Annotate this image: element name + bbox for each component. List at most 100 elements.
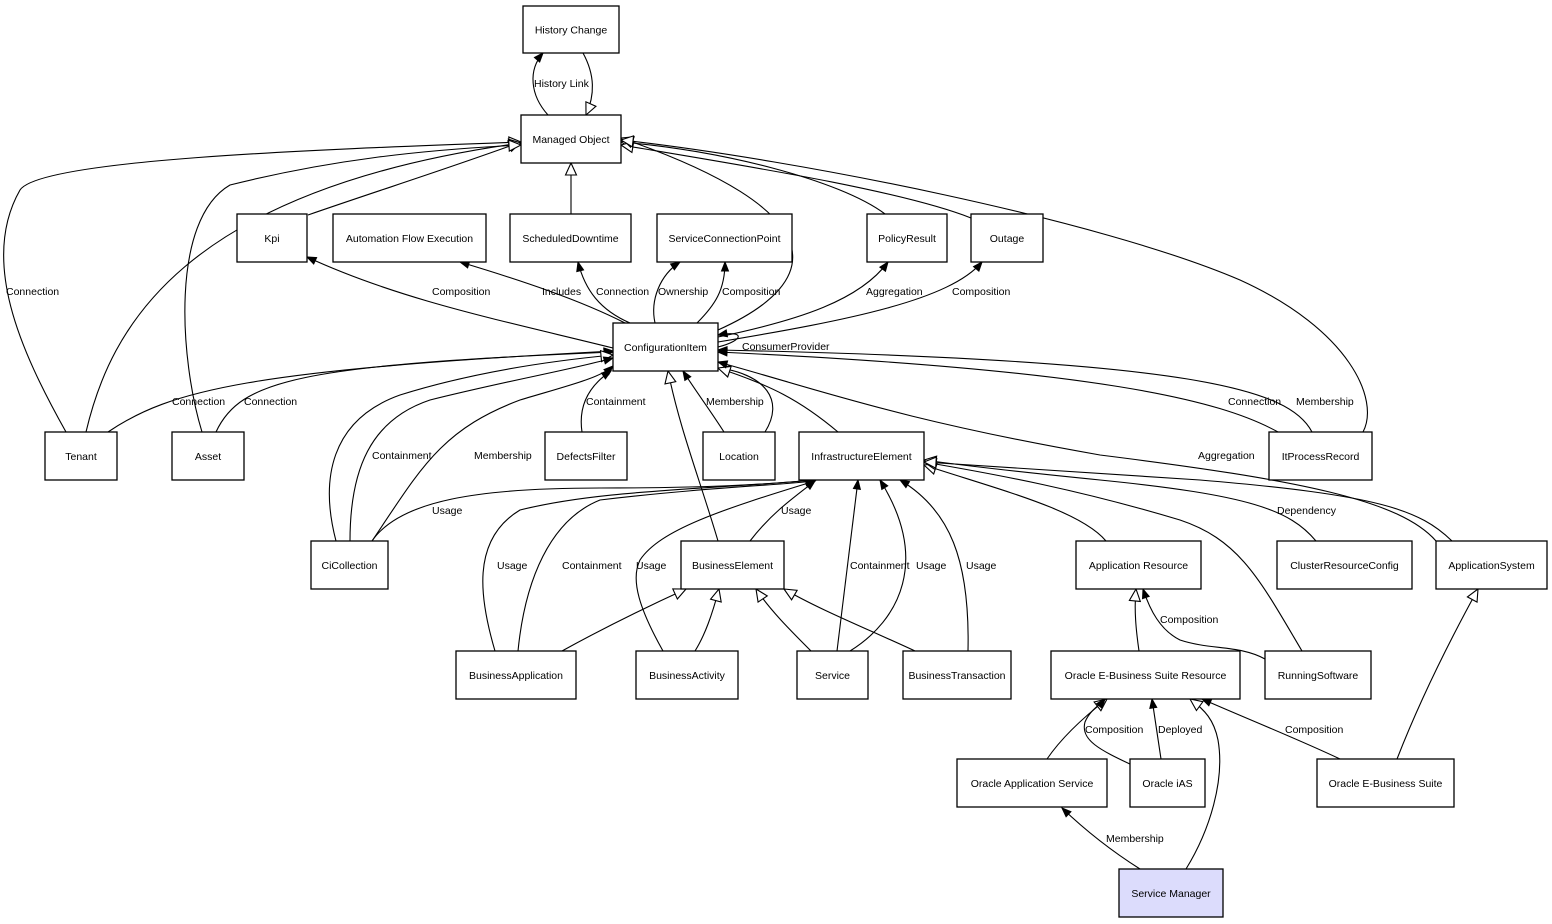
association-arrowhead-icon [879, 478, 889, 491]
node-configuration-item[interactable]: ConfigurationItem [612, 322, 719, 372]
edge-line [107, 350, 614, 433]
node-box[interactable] [1075, 540, 1202, 590]
association-arrowhead-icon [720, 260, 730, 272]
node-box[interactable] [956, 758, 1108, 808]
node-kpi[interactable]: Kpi [236, 213, 308, 263]
edge-configuration-item-to-scheduled-downtime [576, 260, 631, 324]
node-it-process-record[interactable]: ItProcessRecord [1268, 431, 1373, 481]
node-box[interactable] [902, 650, 1012, 700]
node-asset[interactable]: Asset [171, 431, 245, 481]
node-label: DefectsFilter [557, 451, 616, 463]
node-managed-object[interactable]: Managed Object [520, 114, 622, 164]
edge-label: Containment [850, 560, 910, 572]
edge-line [719, 367, 774, 433]
node-outage[interactable]: Outage [970, 213, 1044, 263]
edge-line [3, 141, 522, 433]
node-box[interactable] [635, 650, 739, 700]
association-arrowhead-icon [669, 261, 682, 271]
edge-label: Ownership [658, 286, 708, 298]
edge-line [717, 351, 1279, 433]
node-box[interactable] [612, 322, 719, 372]
node-tenant[interactable]: Tenant [44, 431, 118, 481]
node-box[interactable] [455, 650, 577, 700]
node-box[interactable] [171, 431, 245, 481]
edge-managed-object-to-history-change [532, 51, 549, 116]
edge-configuration-item-to-kpi [305, 256, 614, 349]
node-running-software[interactable]: RunningSoftware [1264, 650, 1372, 700]
edge-label: Composition [1085, 724, 1144, 736]
node-automation-flow-execution[interactable]: Automation Flow Execution [332, 213, 487, 263]
node-location[interactable]: Location [702, 431, 776, 481]
node-label: Oracle E-Business Suite Resource [1065, 670, 1227, 682]
node-label: Application Resource [1089, 560, 1188, 572]
association-arrowhead-icon [1141, 587, 1151, 600]
inheritance-arrowhead-icon [1466, 587, 1479, 604]
node-business-element[interactable]: BusinessElement [680, 540, 785, 590]
node-box[interactable] [332, 213, 487, 263]
node-box[interactable] [702, 431, 776, 481]
node-box[interactable] [680, 540, 785, 590]
node-application-system[interactable]: ApplicationSystem [1435, 540, 1548, 590]
node-box[interactable] [544, 431, 628, 481]
node-ci-collection[interactable]: CiCollection [310, 540, 389, 590]
edge-label: Containment [562, 560, 622, 572]
edge-label: Membership [474, 450, 532, 462]
node-box[interactable] [1276, 540, 1413, 590]
node-label: BusinessApplication [469, 670, 563, 682]
node-service[interactable]: Service [796, 650, 869, 700]
node-box[interactable] [1264, 650, 1372, 700]
node-service-manager[interactable]: Service Manager [1118, 868, 1224, 918]
association-arrowhead-icon [804, 480, 817, 491]
node-history-change[interactable]: History Change [522, 5, 620, 54]
node-box[interactable] [1316, 758, 1455, 808]
edges-layer [3, 51, 1479, 870]
edge-label: Deployed [1158, 724, 1203, 736]
association-arrowhead-icon [602, 356, 615, 365]
node-oracle-application-service[interactable]: Oracle Application Service [956, 758, 1108, 808]
node-business-application[interactable]: BusinessApplication [455, 650, 577, 700]
node-business-transaction[interactable]: BusinessTransaction [902, 650, 1012, 700]
node-label: Automation Flow Execution [346, 233, 473, 245]
node-box[interactable] [1129, 758, 1206, 808]
association-arrowhead-icon [852, 478, 862, 490]
node-oracle-ias[interactable]: Oracle iAS [1129, 758, 1206, 808]
node-box[interactable] [520, 114, 622, 164]
node-box[interactable] [1435, 540, 1548, 590]
node-box[interactable] [509, 213, 632, 263]
node-box[interactable] [656, 213, 793, 263]
association-arrowhead-icon [716, 360, 729, 369]
edge-label: Composition [1285, 724, 1344, 736]
node-label: History Change [535, 24, 608, 36]
node-cluster-resource-config[interactable]: ClusterResourceConfig [1276, 540, 1413, 590]
node-label: Managed Object [532, 134, 609, 146]
node-oracle-ebs[interactable]: Oracle E-Business Suite [1316, 758, 1455, 808]
node-box[interactable] [796, 650, 869, 700]
node-scheduled-downtime[interactable]: ScheduledDowntime [509, 213, 632, 263]
node-box[interactable] [522, 5, 620, 54]
node-oracle-ebs-resource[interactable]: Oracle E-Business Suite Resource [1050, 650, 1241, 700]
node-box[interactable] [310, 540, 389, 590]
inheritance-arrowhead-icon [716, 365, 732, 378]
node-box[interactable] [866, 213, 948, 263]
inheritance-arrowhead-icon [671, 588, 688, 600]
node-box[interactable] [1118, 868, 1224, 918]
association-arrowhead-icon [1095, 697, 1106, 710]
edge-history-change-to-managed-object [582, 52, 597, 117]
node-defects-filter[interactable]: DefectsFilter [544, 431, 628, 481]
node-box[interactable] [236, 213, 308, 263]
edge-service-to-business-element [755, 587, 812, 652]
node-box[interactable] [970, 213, 1044, 263]
node-box[interactable] [1050, 650, 1241, 700]
edge-line [1396, 588, 1479, 760]
edge-label: Composition [952, 286, 1011, 298]
node-box[interactable] [44, 431, 118, 481]
edge-label: Membership [1106, 833, 1164, 845]
node-box[interactable] [798, 431, 925, 481]
edge-service-to-infrastructure-element [849, 478, 907, 652]
node-service-connection-point[interactable]: ServiceConnectionPoint [656, 213, 793, 263]
node-policy-result[interactable]: PolicyResult [866, 213, 948, 263]
node-application-resource[interactable]: Application Resource [1075, 540, 1202, 590]
node-box[interactable] [1268, 431, 1373, 481]
node-infrastructure-element[interactable]: InfrastructureElement [798, 431, 925, 481]
node-business-activity[interactable]: BusinessActivity [635, 650, 739, 700]
